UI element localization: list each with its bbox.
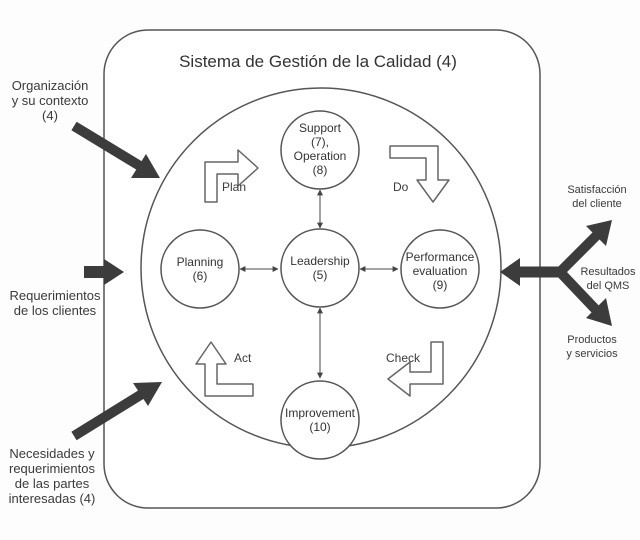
node-planning: [160, 229, 240, 309]
cycle-check-label: Check: [386, 351, 421, 365]
node-performance-evaluation: [400, 229, 480, 309]
node-planning-label: Planning(6): [176, 255, 224, 283]
node-leadership-label: Leadership(5): [290, 254, 350, 282]
check-arrow-icon: [387, 341, 444, 397]
input-arrow-parties-icon: [71, 382, 162, 441]
node-leadership: [280, 228, 360, 308]
cycle-do-label: Do: [393, 180, 409, 194]
cycle-act-label: Act: [234, 351, 252, 365]
node-support-operation: [280, 110, 360, 190]
node-improvement: [280, 380, 360, 460]
output-arrow-icon: [500, 220, 612, 326]
diagram-title: Sistema de Gestión de la Calidad (4): [179, 52, 457, 71]
node-support-label: Support(7),Operation(8): [293, 121, 347, 177]
cycle-plan-label: Plan: [222, 180, 247, 194]
node-improvement-label: Improvement(10): [284, 406, 356, 434]
input-arrow-clients-icon: [84, 259, 124, 285]
act-arrow-icon: [195, 341, 254, 397]
plan-arrow-icon: [204, 149, 259, 203]
do-arrow-icon: [389, 145, 450, 203]
input-arrow-context-icon: [71, 121, 160, 178]
